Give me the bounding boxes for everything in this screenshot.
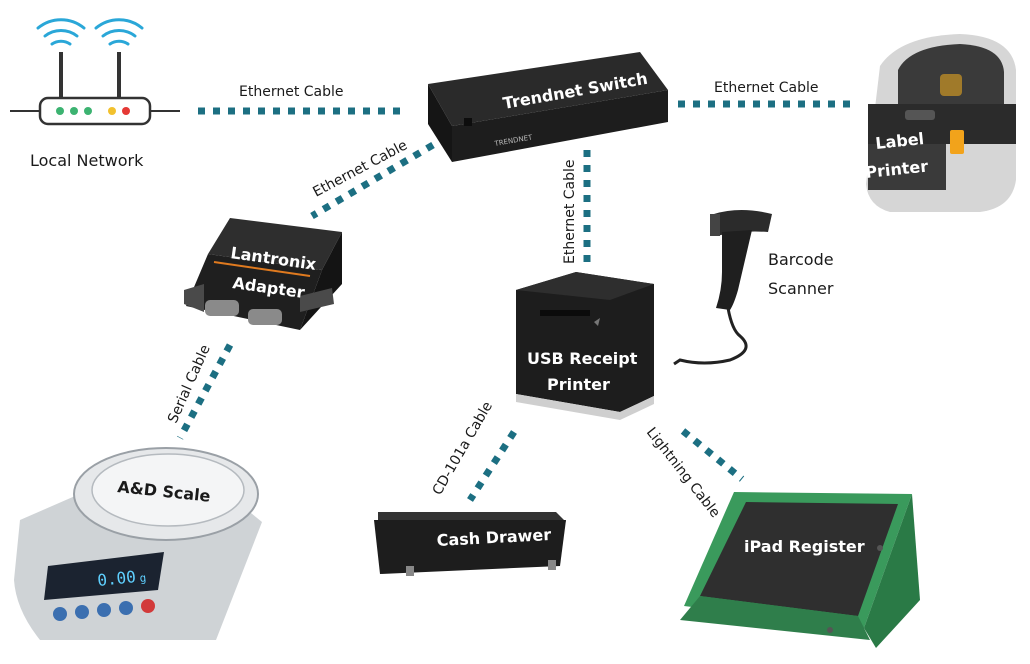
cash-drawer-device: [374, 512, 566, 576]
cable-label-switch-receipt: Ethernet Cable: [562, 159, 578, 264]
ipad-register-label: iPad Register: [744, 537, 865, 556]
cable-receipt-drawer: [467, 430, 517, 502]
switch-device: TRENDNET: [428, 52, 668, 162]
cable-label-network-switch: Ethernet Cable: [239, 84, 344, 100]
label-printer-device: [866, 34, 1016, 212]
cable-label-switch-label-printer: Ethernet Cable: [714, 80, 819, 96]
receipt-printer-label-line1: USB Receipt: [527, 349, 638, 368]
cable-label-receipt-drawer: CD-101a Cable: [430, 399, 496, 498]
barcode-label-line1: Barcode: [768, 250, 834, 269]
cable-label-switch-lantronix: Ethernet Cable: [310, 137, 410, 200]
barcode-scanner-device: [673, 210, 772, 366]
scale-device: 0.00 g: [14, 447, 262, 640]
local-network-label: Local Network: [30, 151, 144, 170]
label-printer-label-line1: Label: [874, 129, 925, 153]
receipt-printer-label-line2: Printer: [547, 375, 610, 394]
scale-display: 0.00: [96, 567, 136, 590]
cable-lantronix-scale: [176, 343, 234, 440]
receipt-printer-device: [516, 272, 654, 420]
cable-label-receipt-ipad: Lightning Cable: [643, 425, 723, 521]
barcode-label-line2: Scanner: [768, 279, 834, 298]
cable-receipt-ipad: [680, 428, 745, 482]
scale-unit: g: [139, 571, 147, 585]
lantronix-adapter-device: [184, 218, 342, 330]
router-icon: [10, 18, 180, 126]
ipad-register-device: [680, 492, 920, 648]
